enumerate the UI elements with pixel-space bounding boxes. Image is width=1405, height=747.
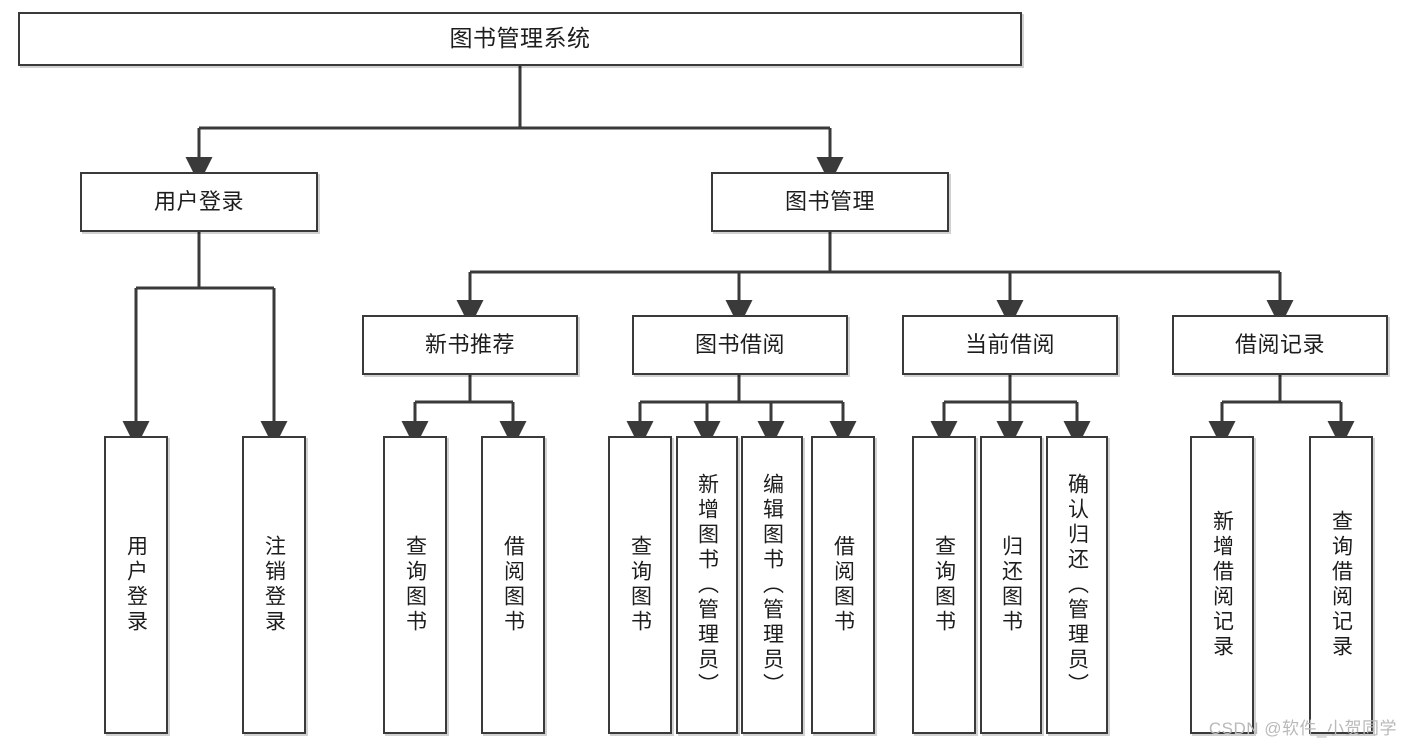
node-label: 借阅图书 [501, 535, 525, 635]
node-label: 编辑图书（管理员） [760, 472, 784, 698]
watermark-text: CSDN @软件_小贺同学 [1208, 719, 1397, 738]
node-borrow-record[interactable]: 借阅记录 [1172, 315, 1388, 375]
leaf-current-return-book[interactable]: 归还图书 [980, 436, 1042, 734]
node-label: 当前借阅 [964, 332, 1055, 358]
node-label: 新增借阅记录 [1210, 510, 1234, 660]
node-label: 用户登录 [153, 189, 244, 215]
node-label: 图书管理系统 [449, 25, 591, 52]
node-label: 新书推荐 [424, 332, 515, 358]
leaf-user-login-logout[interactable]: 注销登录 [242, 436, 306, 734]
node-book-borrow[interactable]: 图书借阅 [632, 315, 848, 375]
node-user-login[interactable]: 用户登录 [80, 172, 318, 232]
node-label: 查询借阅记录 [1329, 510, 1353, 660]
leaf-current-confirm-return-admin[interactable]: 确认归还（管理员） [1046, 436, 1108, 734]
node-label: 新增图书（管理员） [695, 472, 719, 698]
node-label: 用户登录 [124, 535, 148, 635]
leaf-record-add-record[interactable]: 新增借阅记录 [1190, 436, 1254, 734]
node-label: 查询图书 [932, 535, 956, 635]
leaf-user-login-login[interactable]: 用户登录 [104, 436, 168, 734]
node-label: 注销登录 [262, 535, 286, 635]
node-label: 图书管理 [784, 189, 875, 215]
leaf-record-query-record[interactable]: 查询借阅记录 [1309, 436, 1373, 734]
node-current-borrow[interactable]: 当前借阅 [902, 315, 1118, 375]
node-book-management[interactable]: 图书管理 [711, 172, 949, 232]
leaf-recommend-borrow-book[interactable]: 借阅图书 [481, 436, 545, 734]
node-label: 查询图书 [403, 535, 427, 635]
node-label: 借阅图书 [831, 535, 855, 635]
leaf-borrow-borrow-book[interactable]: 借阅图书 [811, 436, 875, 734]
leaf-current-query-book[interactable]: 查询图书 [912, 436, 976, 734]
node-new-book-recommend[interactable]: 新书推荐 [362, 315, 578, 375]
leaf-borrow-query-book[interactable]: 查询图书 [608, 436, 672, 734]
leaf-borrow-edit-book-admin[interactable]: 编辑图书（管理员） [741, 436, 803, 734]
leaf-recommend-query-book[interactable]: 查询图书 [383, 436, 447, 734]
node-label: 确认归还（管理员） [1065, 472, 1089, 698]
node-label: 查询图书 [628, 535, 652, 635]
node-label: 借阅记录 [1234, 332, 1325, 358]
node-label: 图书借阅 [694, 332, 785, 358]
node-root-system[interactable]: 图书管理系统 [18, 12, 1022, 66]
leaf-borrow-add-book-admin[interactable]: 新增图书（管理员） [676, 436, 738, 734]
node-label: 归还图书 [999, 535, 1023, 635]
